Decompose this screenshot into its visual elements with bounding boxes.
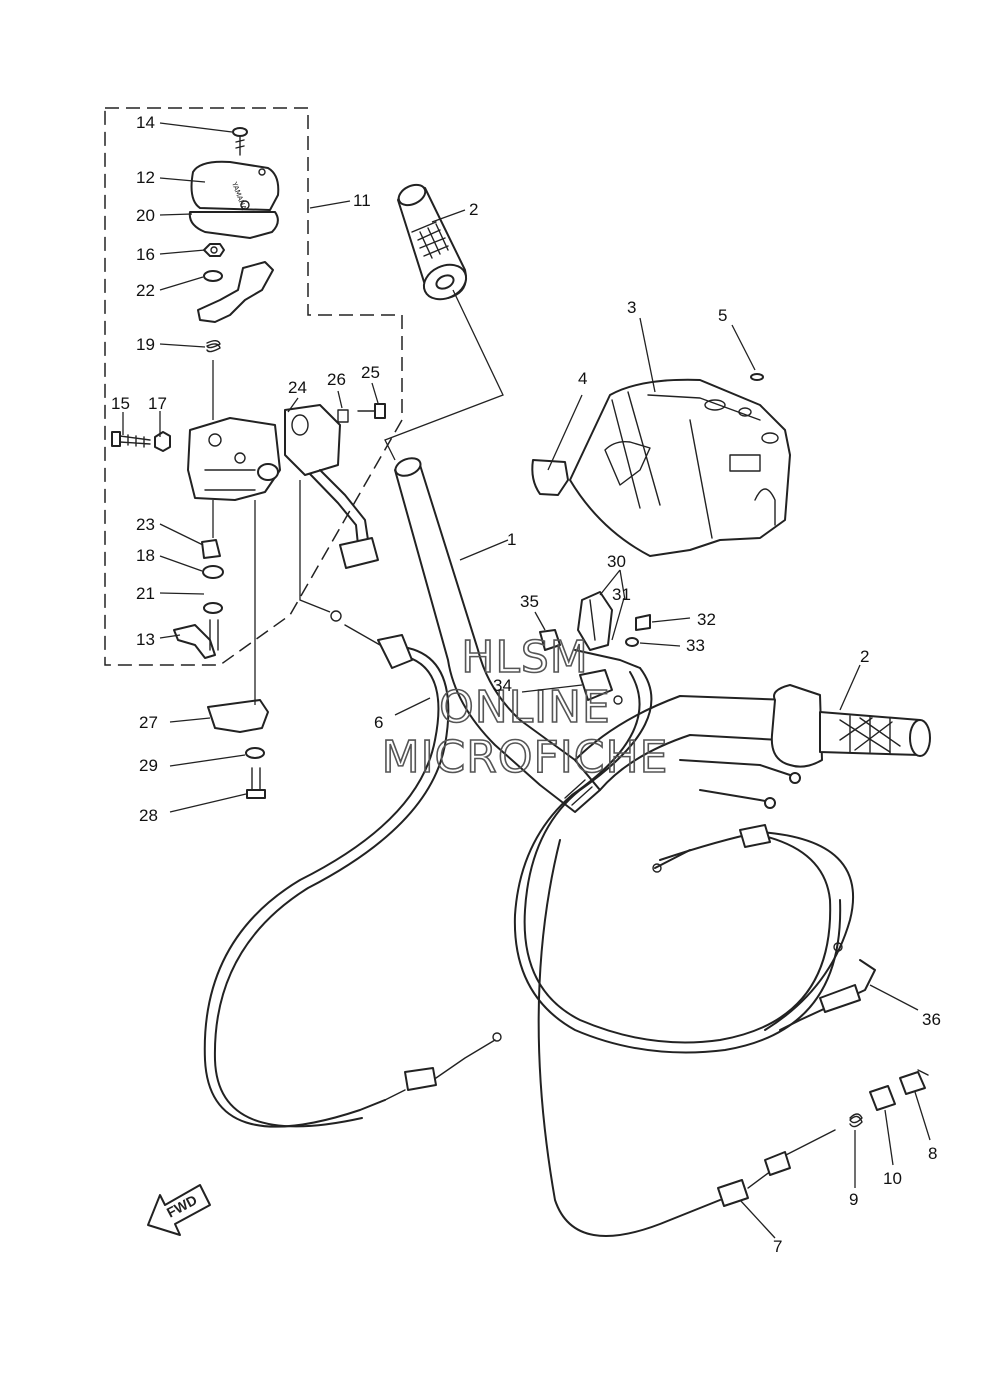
throttle-lever-30 xyxy=(577,591,613,651)
callout-35: 35 xyxy=(520,592,539,611)
switch-cover-12: YAMAHA xyxy=(190,160,280,212)
callout-9: 9 xyxy=(849,1190,858,1209)
callout-17: 17 xyxy=(148,394,167,413)
watermark-line-2: ONLINE xyxy=(439,682,611,733)
bracket-34 xyxy=(579,669,623,705)
bracket-22 xyxy=(197,261,274,323)
screw-25 xyxy=(357,403,386,419)
callout-3: 3 xyxy=(627,298,636,317)
watermark: HLSM ONLINE MICROFICHE xyxy=(381,631,669,784)
callout-27: 27 xyxy=(139,713,158,732)
cover-plug xyxy=(750,373,764,381)
left-grip xyxy=(397,183,468,301)
spring-9 xyxy=(849,1113,863,1128)
clamp-27 xyxy=(207,699,269,733)
callout-19: 19 xyxy=(136,335,155,354)
callout-18: 18 xyxy=(136,546,155,565)
washer-18 xyxy=(202,565,224,579)
sleeve-10 xyxy=(869,1085,896,1111)
handlebar xyxy=(394,457,791,813)
lever-13 xyxy=(173,619,219,659)
watermark-line-3: MICROFICHE xyxy=(382,732,669,783)
callout-24: 24 xyxy=(288,378,307,397)
washer-22 xyxy=(203,270,223,282)
fitting-8 xyxy=(899,1069,929,1095)
gasket-20 xyxy=(188,211,279,239)
callout-4: 4 xyxy=(578,369,587,388)
callout-leaders xyxy=(122,122,931,1239)
steering-cover xyxy=(569,378,791,557)
nut-17 xyxy=(154,431,171,452)
callout-23: 23 xyxy=(136,515,155,534)
callout-28: 28 xyxy=(139,806,158,825)
washer-26 xyxy=(337,409,349,423)
callout-16: 16 xyxy=(136,245,155,264)
callout-30: 30 xyxy=(607,552,626,571)
washer-33 xyxy=(625,637,639,647)
callout-21: 21 xyxy=(136,584,155,603)
callout-6: 6 xyxy=(374,713,383,732)
callout-12: 12 xyxy=(136,168,155,187)
callout-34: 34 xyxy=(493,676,512,695)
callout-11: 11 xyxy=(353,191,371,210)
callout-2-grip-left: 2 xyxy=(469,200,478,219)
cover-lens xyxy=(531,459,569,496)
right-grip xyxy=(770,684,931,768)
callout-13: 13 xyxy=(136,630,155,649)
watermark-line-1: HLSM xyxy=(461,632,589,683)
switch-24 xyxy=(284,404,379,569)
callout-29: 29 xyxy=(139,756,158,775)
screw-32 xyxy=(635,614,651,631)
callout-15: 15 xyxy=(111,394,130,413)
callout-10: 10 xyxy=(883,1169,902,1188)
callout-labels: 1 2 2 3 4 5 6 7 8 9 10 11 12 13 14 15 16… xyxy=(111,113,941,1256)
callout-31: 31 xyxy=(612,585,631,604)
bolt-15 xyxy=(111,431,151,448)
callout-20: 20 xyxy=(136,206,155,225)
screw-14 xyxy=(232,127,248,156)
grommet-23 xyxy=(201,539,221,559)
washer-29 xyxy=(245,747,265,759)
bolt-28 xyxy=(246,767,266,799)
callout-2-grip-right: 2 xyxy=(860,647,869,666)
spring-19 xyxy=(206,340,221,353)
cable-7 xyxy=(513,667,842,1237)
cable-36 xyxy=(652,759,876,1031)
callout-1: 1 xyxy=(507,530,516,549)
callout-36: 36 xyxy=(922,1010,941,1029)
callout-5: 5 xyxy=(718,306,727,325)
nut-16 xyxy=(203,243,225,257)
callout-8: 8 xyxy=(928,1144,937,1163)
callout-22: 22 xyxy=(136,281,155,300)
callout-32: 32 xyxy=(697,610,716,629)
switch-housing xyxy=(187,417,281,501)
switch-assembly-group-outline xyxy=(104,107,403,666)
callout-14: 14 xyxy=(136,113,155,132)
callout-33: 33 xyxy=(686,636,705,655)
callout-25: 25 xyxy=(361,363,380,382)
callout-7: 7 xyxy=(773,1237,782,1256)
callout-26: 26 xyxy=(327,370,346,389)
cable-6 xyxy=(203,480,502,1128)
washer-21 xyxy=(203,602,223,614)
clip-35 xyxy=(539,629,561,651)
fwd-arrow: FWD xyxy=(147,1184,211,1236)
